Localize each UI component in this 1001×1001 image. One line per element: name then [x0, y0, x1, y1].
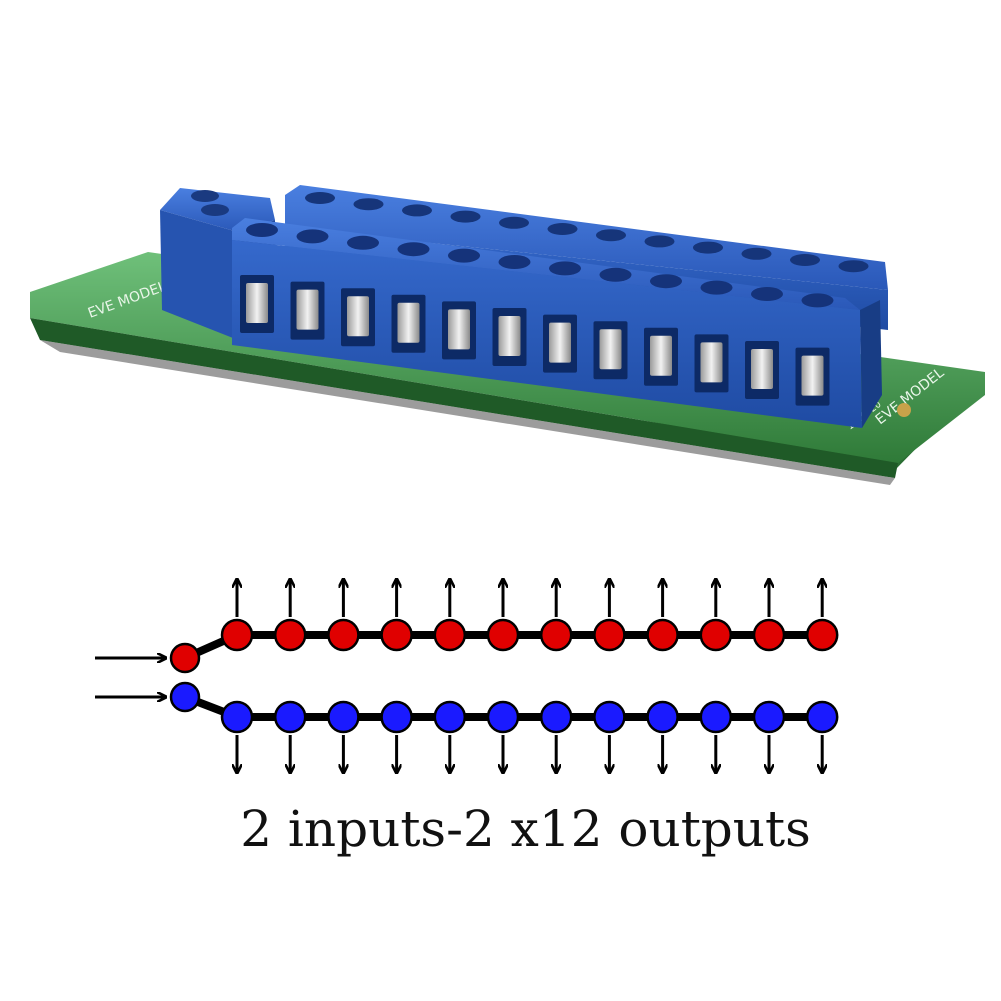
screw-clamp [650, 335, 672, 376]
back-terminal-hole [790, 254, 820, 266]
front-terminal-hole [347, 235, 379, 250]
screw-clamp [246, 283, 268, 323]
output-node [380, 700, 413, 734]
front-terminal-hole [246, 223, 278, 237]
output-node [593, 618, 626, 652]
input-node [169, 681, 201, 713]
input-node [169, 642, 201, 674]
screw-clamp [498, 316, 521, 356]
output-node [699, 700, 733, 734]
screw-clamp [448, 309, 470, 350]
screw-clamp [751, 349, 773, 389]
input-2-bus [95, 681, 839, 772]
front-terminal-hole [498, 255, 531, 269]
front-terminal-hole [599, 267, 632, 282]
screw-clamp [397, 302, 420, 343]
front-terminal-hole [650, 274, 682, 289]
screw-clamp [599, 329, 622, 370]
output-node [539, 618, 573, 652]
output-node [380, 618, 413, 652]
front-terminal-hole [700, 280, 733, 295]
front-terminal-hole [448, 248, 480, 263]
output-node [752, 618, 786, 652]
output-node [805, 700, 839, 734]
front-terminal-hole [801, 293, 834, 308]
output-node [327, 618, 360, 652]
screw-clamp [801, 355, 824, 396]
output-node [539, 700, 573, 734]
back-terminal-hole [596, 229, 626, 242]
back-terminal-hole [353, 198, 384, 211]
output-node [486, 618, 520, 652]
front-terminal-hole [549, 261, 581, 276]
back-terminal-hole [838, 260, 869, 273]
output-node [646, 700, 679, 734]
screw-clamp [700, 342, 723, 383]
front-terminal-hole [296, 229, 329, 244]
front-terminal-row [232, 218, 882, 428]
screw-clamp [347, 296, 369, 337]
output-node [593, 700, 626, 734]
output-node [433, 618, 467, 652]
output-node [646, 618, 679, 652]
output-node [327, 700, 360, 734]
output-node [220, 618, 254, 652]
back-terminal-hole [644, 235, 675, 248]
output-node [486, 700, 520, 734]
output-node [273, 618, 307, 652]
screw-clamp [296, 289, 319, 330]
output-node [220, 700, 254, 734]
caption: 2 inputs-2 x12 outputs [240, 800, 811, 858]
output-node [805, 618, 839, 652]
back-terminal-hole [499, 216, 529, 229]
output-node [273, 700, 307, 734]
back-terminal-hole [693, 241, 723, 254]
back-terminal-hole [305, 192, 335, 204]
output-node [699, 618, 733, 652]
screw-clamp [549, 322, 571, 363]
product-photo: EVE MODEL EVE MODEL 1126720 [30, 185, 985, 485]
back-terminal-hole [547, 223, 578, 235]
wiring-diagram [95, 560, 839, 800]
back-terminal-hole [450, 210, 481, 223]
output-node [433, 700, 467, 734]
back-terminal-hole [741, 247, 772, 260]
front-terminal-hole [397, 242, 430, 257]
input-1-bus [95, 580, 839, 674]
output-node [752, 700, 786, 734]
front-terminal-hole [751, 287, 783, 301]
back-terminal-hole [402, 204, 432, 217]
